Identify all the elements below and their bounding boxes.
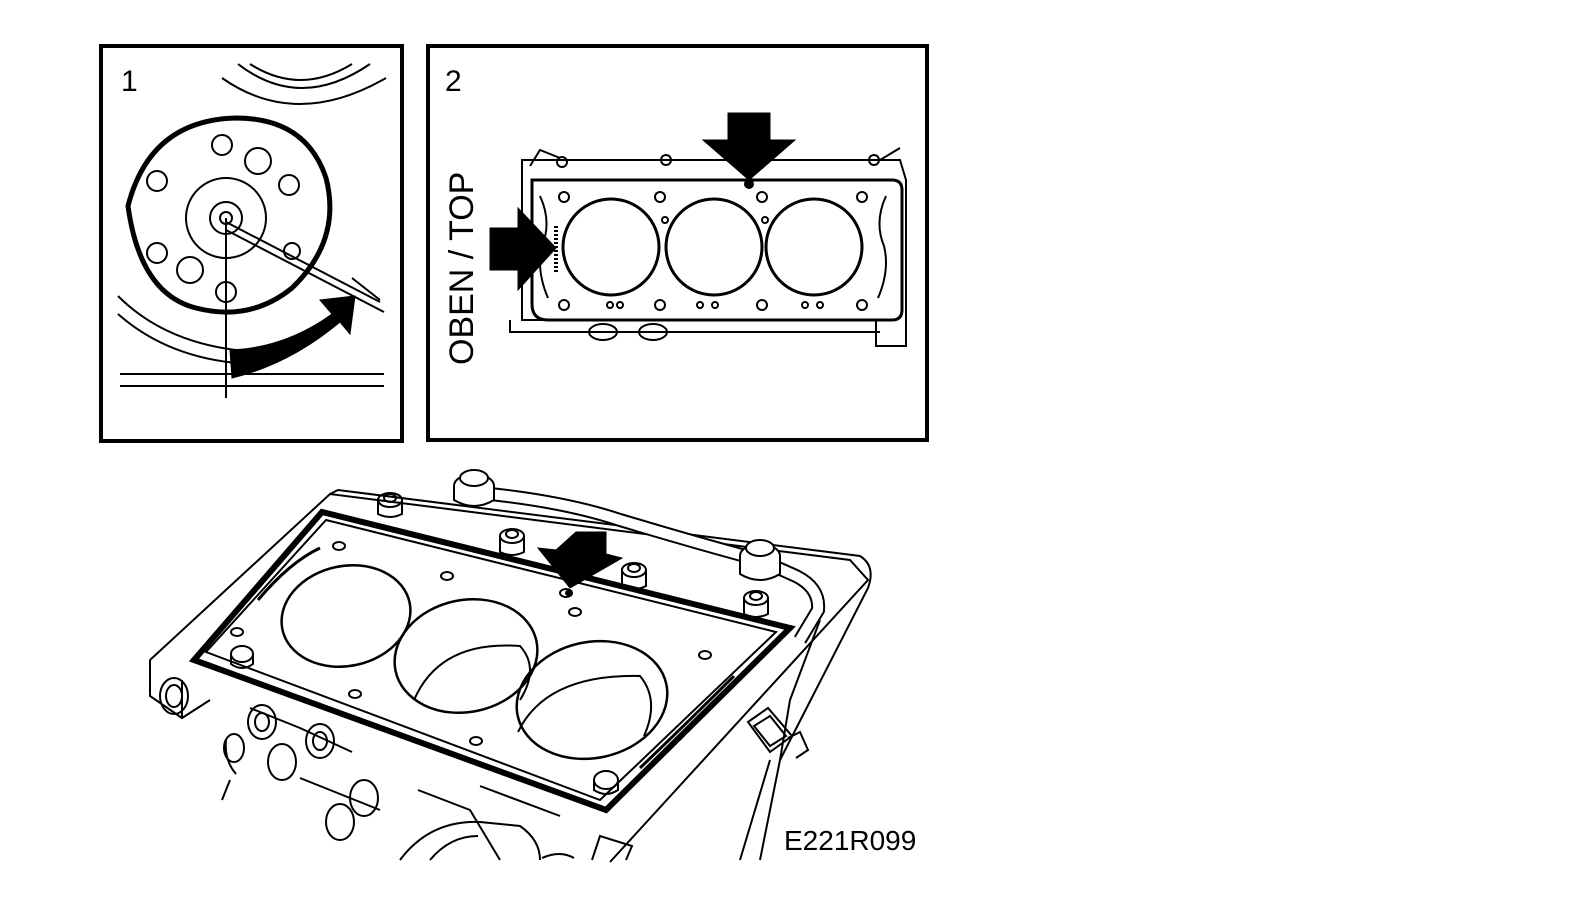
pulley-hole (146, 170, 168, 192)
panel-1: 1 (99, 44, 404, 443)
cover-bolt (499, 528, 525, 556)
gasket-on-block (149, 469, 872, 863)
arrow-down-icon (536, 531, 624, 589)
panel-1-frame (99, 44, 404, 443)
pulley-hole (146, 242, 168, 264)
orientation-dot (744, 179, 754, 189)
arrow-right-icon (489, 206, 557, 292)
head-gasket-top-view (530, 178, 904, 322)
cylinder-bore (664, 197, 764, 297)
cylinder-bore (764, 197, 864, 297)
panel-2-frame (426, 44, 929, 442)
cover-bolt (743, 590, 769, 618)
crankshaft-pulley (125, 115, 333, 315)
cover-bolt (377, 492, 403, 518)
arrow-down-icon (701, 112, 797, 181)
rotation-arrow-icon (229, 295, 356, 379)
panel-1-number: 1 (121, 65, 138, 98)
pulley-hole (244, 147, 272, 175)
panel-2: 2 OBEN / TOP (426, 44, 929, 442)
pulley-hole (211, 134, 233, 156)
coolant-pipe (453, 469, 826, 644)
orientation-label: OBEN / TOP (443, 172, 481, 365)
figure-code: E221R099 (784, 825, 916, 856)
pulley-hole (278, 174, 300, 196)
cylinder-bore (280, 564, 412, 668)
intake-ports (221, 704, 634, 861)
cover-bolt (621, 562, 647, 590)
pulley-hole (283, 242, 301, 260)
cylinder-bore (561, 197, 661, 297)
pulley-hole (176, 256, 204, 284)
cylinder-bore (393, 597, 539, 715)
cylinder-bore (515, 639, 669, 761)
panel-2-number: 2 (445, 65, 462, 98)
